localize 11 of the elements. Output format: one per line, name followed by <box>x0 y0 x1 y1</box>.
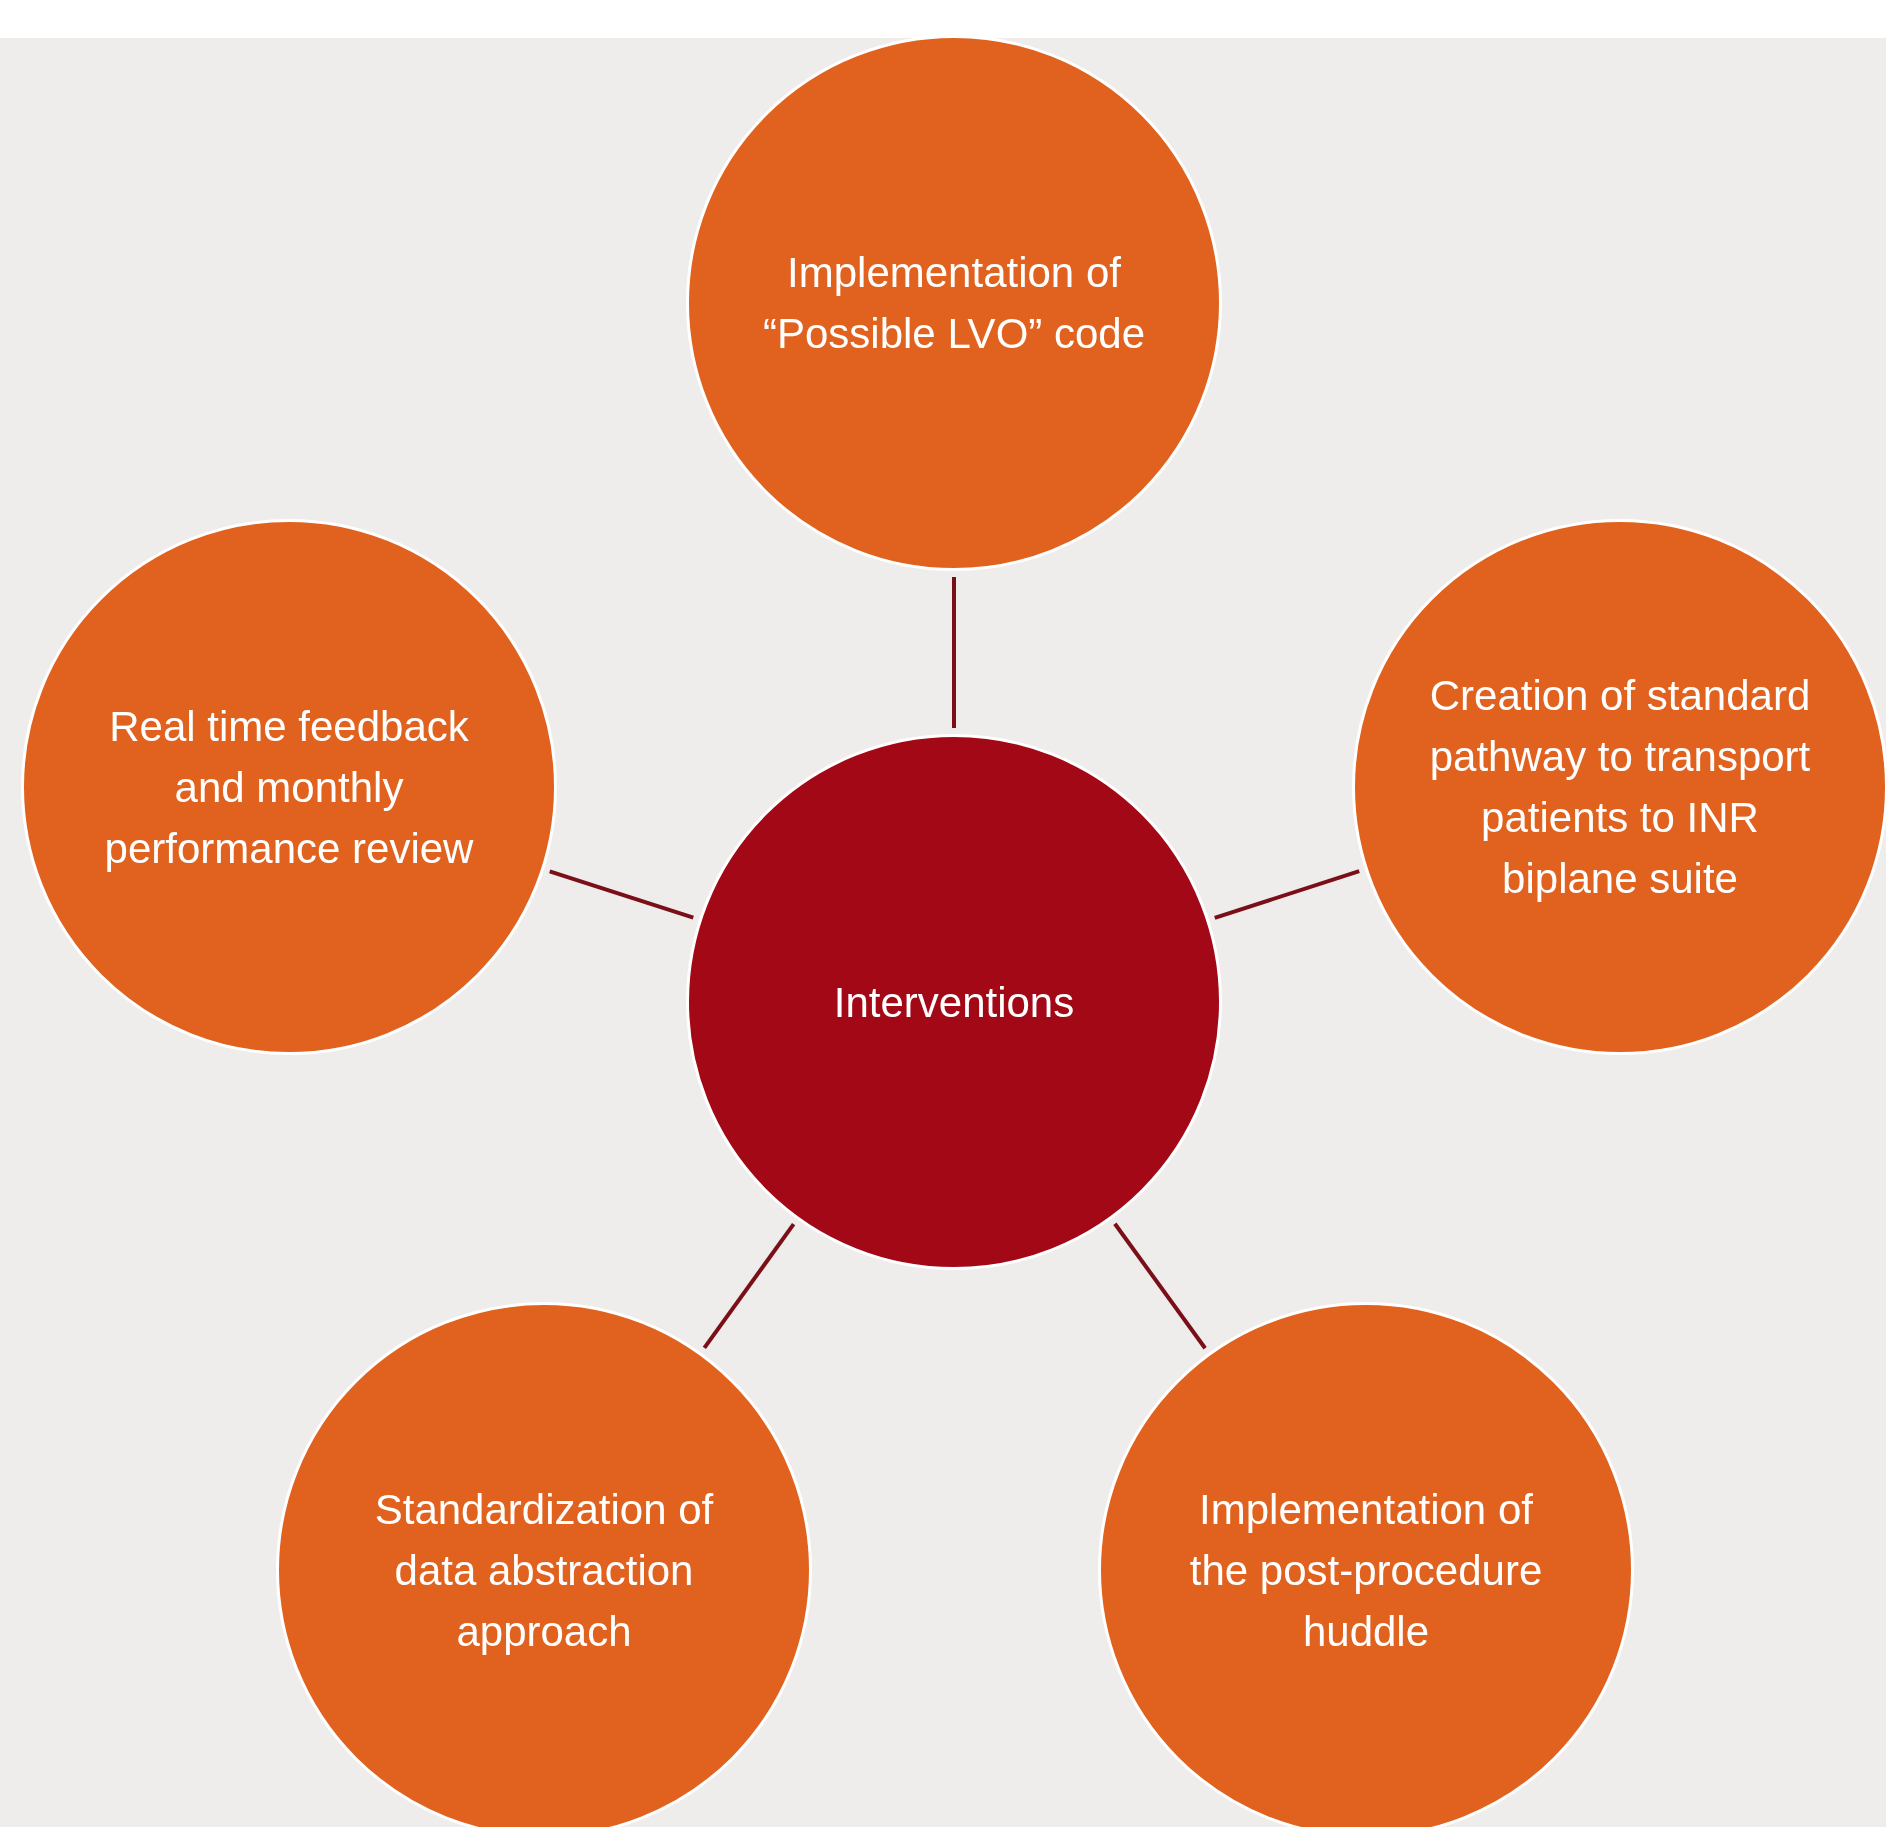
circle-text: Creation of standard pathway to transport patients to INR biplane suite <box>1428 671 1812 904</box>
connector-line <box>1214 869 1360 920</box>
connector-line <box>952 577 956 728</box>
circle-text: Interventions <box>832 977 1076 1028</box>
connector-line <box>702 1223 796 1349</box>
circle-text: Standardization of data abstraction approach <box>373 1484 715 1657</box>
connector-line <box>1113 1222 1207 1350</box>
circle-text: Implementation of the post-procedure huddle <box>1188 1484 1544 1657</box>
circle-text: Implementation of “Possible LVO” code <box>761 248 1147 359</box>
connector-line <box>549 869 694 920</box>
circle-text: Real time feedback and monthly performance review <box>103 701 475 874</box>
